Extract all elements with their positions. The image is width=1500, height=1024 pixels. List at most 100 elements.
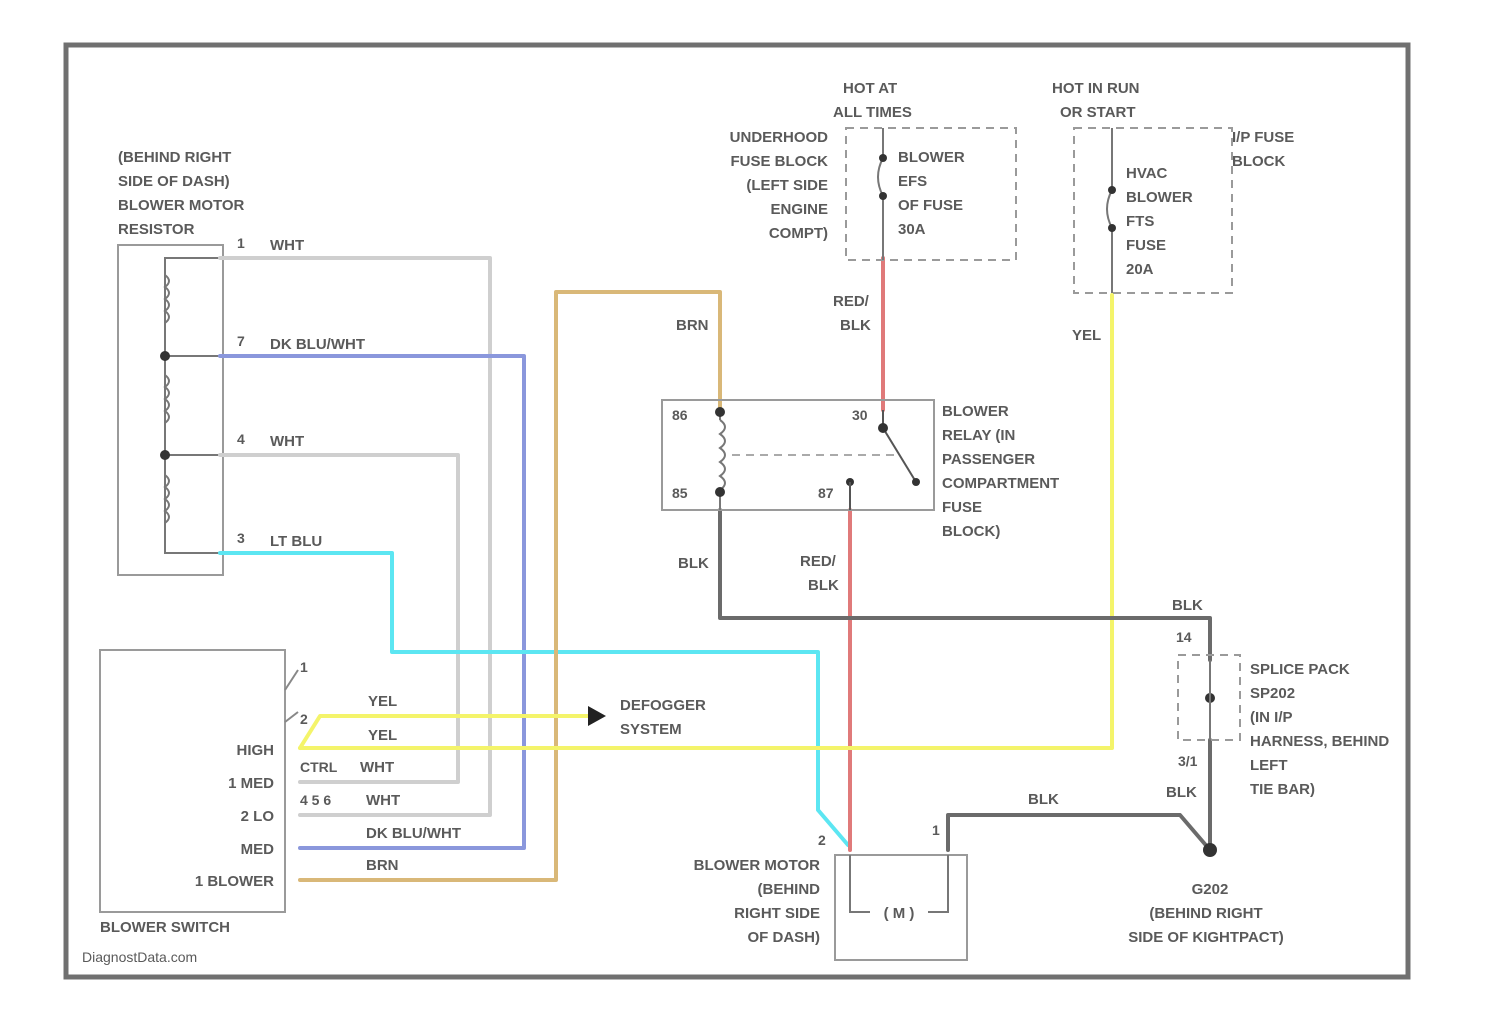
blower-motor: ( M ) 2 1 BLOWER MOTOR (BEHIND RIGHT SID… — [694, 822, 967, 960]
fuse-element — [1107, 190, 1112, 228]
relay-contact-tip — [912, 478, 920, 486]
switch-pin-456: 4 5 6 — [300, 792, 331, 808]
motor-label-3: RIGHT SIDE — [734, 905, 820, 922]
motor-lead — [850, 855, 870, 912]
blower-motor-resistor: (BEHIND RIGHT SIDE OF DASH) BLOWER MOTOR… — [118, 149, 245, 575]
wire-label-wht-sw1: WHT — [360, 759, 394, 776]
motor-label-1: BLOWER MOTOR — [694, 857, 821, 874]
switch-contact — [285, 670, 298, 690]
underhood-loc-4: ENGINE — [770, 201, 828, 218]
splice-label-2: SP202 — [1250, 685, 1295, 702]
underhood-loc-2: FUSE BLOCK — [731, 153, 829, 170]
wire-label-blk-motor: BLK — [1028, 791, 1059, 808]
relay-label-4: COMPARTMENT — [942, 475, 1059, 492]
defogger-arrow-icon — [588, 706, 606, 726]
ip-fuse-loc-2: BLOCK — [1232, 153, 1285, 170]
defogger-label-1: DEFOGGER — [620, 697, 706, 714]
resistor-pin-3: 3 — [237, 530, 245, 546]
wire-label-brn-sw: BRN — [366, 857, 399, 874]
relay-pin-87: 87 — [818, 485, 834, 501]
switch-pos-1med: 1 MED — [228, 775, 274, 792]
watermark: DiagnostData.com — [82, 949, 197, 965]
wire-label-wht-2: WHT — [270, 433, 304, 450]
ip-fuse-3: FTS — [1126, 213, 1154, 230]
wire-label-brn: BRN — [676, 317, 709, 334]
blower-switch: 1 2 CTRL 4 5 6 HIGH 1 MED 2 LO MED 1 BLO… — [100, 650, 338, 936]
wire-label-blk-splice: BLK — [1166, 784, 1197, 801]
resistor-label-1: (BEHIND RIGHT — [118, 149, 231, 166]
resistor-pin-7: 7 — [237, 333, 245, 349]
ground-label-3: SIDE OF KIGHTPACT) — [1128, 929, 1284, 946]
motor-pin-1: 1 — [932, 822, 940, 838]
wire-label-dk-blu-sw: DK BLU/WHT — [366, 825, 461, 842]
wire-label-red-blk-top-1: RED/ — [833, 293, 870, 310]
relay-label-5: FUSE — [942, 499, 982, 516]
wire-label-wht-sw2: WHT — [366, 792, 400, 809]
resistor-bus — [165, 258, 220, 553]
ip-fuse-block: HOT IN RUN OR START HVAC BLOWER FTS FUSE… — [1052, 80, 1294, 293]
ground-g202: G202 (BEHIND RIGHT SIDE OF KIGHTPACT) — [1128, 843, 1284, 946]
ip-fuse-1: HVAC — [1126, 165, 1168, 182]
splice-pin-31: 3/1 — [1178, 753, 1198, 769]
splice-label-1: SPLICE PACK — [1250, 661, 1350, 678]
ground-label-2: (BEHIND RIGHT — [1149, 905, 1262, 922]
wire-label-dk-blu-wht: DK BLU/WHT — [270, 336, 365, 353]
resistor-label-4: RESISTOR — [118, 221, 195, 238]
motor-label-2: (BEHIND — [758, 881, 821, 898]
relay-label-2: RELAY (IN — [942, 427, 1015, 444]
motor-symbol: ( M ) — [884, 905, 915, 922]
ip-fuse-5: 20A — [1126, 261, 1154, 278]
ip-fuse-2: BLOWER — [1126, 189, 1193, 206]
underhood-fuse-1: BLOWER — [898, 149, 965, 166]
wire-label-lt-blu: LT BLU — [270, 533, 322, 550]
relay-pin-85: 85 — [672, 485, 688, 501]
wire-label-blk-relay: BLK — [678, 555, 709, 572]
motor-pin-2: 2 — [818, 832, 826, 848]
relay-coil — [720, 420, 725, 490]
fuse-terminal — [879, 192, 887, 200]
switch-pos-med: MED — [241, 841, 275, 858]
resistor-label-2: SIDE OF DASH) — [118, 173, 230, 190]
splice-label-3: (IN I/P — [1250, 709, 1293, 726]
relay-contact-pivot — [878, 423, 888, 433]
switch-pos-2lo: 2 LO — [241, 808, 275, 825]
relay-pin-dot — [715, 487, 725, 497]
ip-fuse-loc-1: I/P FUSE — [1232, 129, 1294, 146]
switch-pos-blower: 1 BLOWER — [195, 873, 274, 890]
resistor-box — [118, 245, 223, 575]
relay-pin-dot — [715, 407, 725, 417]
defogger-label-2: SYSTEM — [620, 721, 682, 738]
underhood-fuse-block: HOT AT ALL TIMES UNDERHOOD FUSE BLOCK (L… — [730, 80, 1016, 260]
underhood-fuse-2: EFS — [898, 173, 927, 190]
resistor-junction — [160, 450, 170, 460]
wire-yel-main — [300, 295, 1112, 748]
hot-in-run-1: HOT IN RUN — [1052, 80, 1140, 97]
splice-label-4: HARNESS, BEHIND — [1250, 733, 1389, 750]
ground-label-1: G202 — [1192, 881, 1229, 898]
fuse-terminal — [879, 154, 887, 162]
wire-label-red-blk-top-2: BLK — [840, 317, 871, 334]
wire-label-red-blk-mid-1: RED/ — [800, 553, 837, 570]
resistor-pin-4: 4 — [237, 431, 245, 447]
hot-in-run-2: OR START — [1060, 104, 1136, 121]
relay-label-6: BLOCK) — [942, 523, 1000, 540]
splice-pin-14: 14 — [1176, 629, 1192, 645]
wire-label-red-blk-mid-2: BLK — [808, 577, 839, 594]
relay-label-3: PASSENGER — [942, 451, 1035, 468]
hot-at-all-times-2: ALL TIMES — [833, 104, 912, 121]
resistor-pin-1: 1 — [237, 235, 245, 251]
underhood-fuse-4: 30A — [898, 221, 926, 238]
relay-pin-30: 30 — [852, 407, 868, 423]
splice-label-6: TIE BAR) — [1250, 781, 1315, 798]
wire-label-blk-right: BLK — [1172, 597, 1203, 614]
underhood-loc-5: COMPT) — [769, 225, 828, 242]
relay-label-1: BLOWER — [942, 403, 1009, 420]
hot-at-all-times-1: HOT AT — [843, 80, 897, 97]
wire-wht-2 — [220, 455, 458, 782]
underhood-loc-1: UNDERHOOD — [730, 129, 829, 146]
switch-contact — [285, 712, 298, 722]
ip-fuse-4: FUSE — [1126, 237, 1166, 254]
wire-label-yel-a: YEL — [368, 693, 397, 710]
wire-label-wht-1: WHT — [270, 237, 304, 254]
